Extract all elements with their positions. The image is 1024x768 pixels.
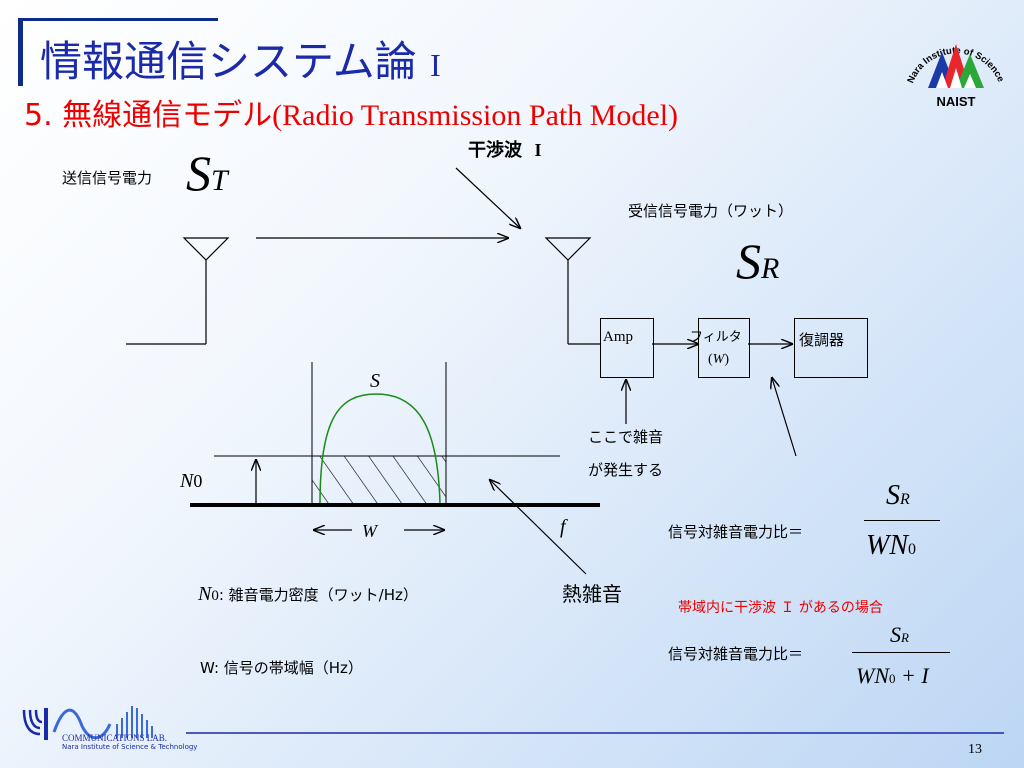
w-definition: W: 信号の帯域幅（Hz） (200, 659, 363, 677)
rx-power-symbol: SR (736, 233, 780, 289)
subtitle-jp: 5. 無線通信モデル (24, 98, 273, 133)
interference-note: 帯域内に干渉波 Ｉ があるの場合 (678, 600, 883, 616)
snr-label: 信号対雑音電力比＝ (668, 523, 804, 541)
snr-denominator: WN0 (866, 530, 916, 561)
n0-label: N0 (180, 470, 203, 492)
demod-label: 復調器 (799, 331, 845, 349)
demod-output-arrow (772, 378, 797, 457)
naist-logo: Nara Institute of Science and Technology… (898, 14, 1007, 109)
noise-here-line2: が発生する (588, 461, 664, 479)
rx-antenna (544, 237, 600, 345)
title-accent-line (18, 18, 218, 21)
filter-param: (W) (708, 352, 730, 367)
page-number: 13 (968, 742, 982, 757)
sinr-denominator: WN0 + I (856, 663, 929, 688)
title-numeral: I (430, 47, 441, 83)
amplifier-block: Amp (600, 318, 654, 378)
page-title: 情報通信システム論 I (40, 37, 441, 86)
bandwidth-label: W (362, 521, 377, 541)
filter-block (698, 318, 750, 378)
interference-arrow (455, 167, 520, 228)
noise-spectrum (190, 362, 600, 530)
sinr-fraction-bar (852, 652, 950, 653)
demodulator-block: 復調器 (794, 318, 868, 378)
interference-label: 干渉波 I (468, 140, 542, 161)
signal-spectrum-curve (319, 393, 441, 505)
sinr-label: 信号対雑音電力比＝ (668, 645, 804, 663)
filter-label: フィルタ (690, 330, 742, 345)
sinr-numerator: SR (890, 622, 909, 647)
snr-fraction-bar (864, 520, 940, 521)
lab-org: Nara Institute of Science & Technology (62, 743, 198, 751)
title-accent-bar (18, 18, 23, 86)
tx-power-label: 送信信号電力 (62, 169, 153, 187)
lab-logo (22, 706, 153, 740)
thermal-noise-arrow (490, 480, 587, 575)
spectrum-signal-label: S (370, 370, 380, 392)
n0-definition: N0: 雑音電力密度（ワット/Hz） (198, 583, 418, 605)
slide-subtitle: 5. 無線通信モデル(Radio Transmission Path Model… (24, 90, 678, 134)
snr-numerator: SR (886, 480, 910, 511)
thermal-noise-label: 熱雑音 (562, 582, 622, 606)
subtitle-en: (Radio Transmission Path Model) (272, 99, 679, 132)
tx-power-symbol: ST (186, 145, 228, 201)
tx-antenna (126, 237, 230, 345)
naist-text: NAIST (937, 94, 976, 109)
noise-here-line1: ここで雑音 (588, 428, 664, 446)
amp-label: Amp (603, 329, 633, 345)
frequency-axis-label: f (560, 516, 566, 538)
rx-power-label: 受信信号電力（ワット） (628, 202, 794, 220)
lab-name: COMMUNICATIONS LAB. (62, 733, 168, 743)
